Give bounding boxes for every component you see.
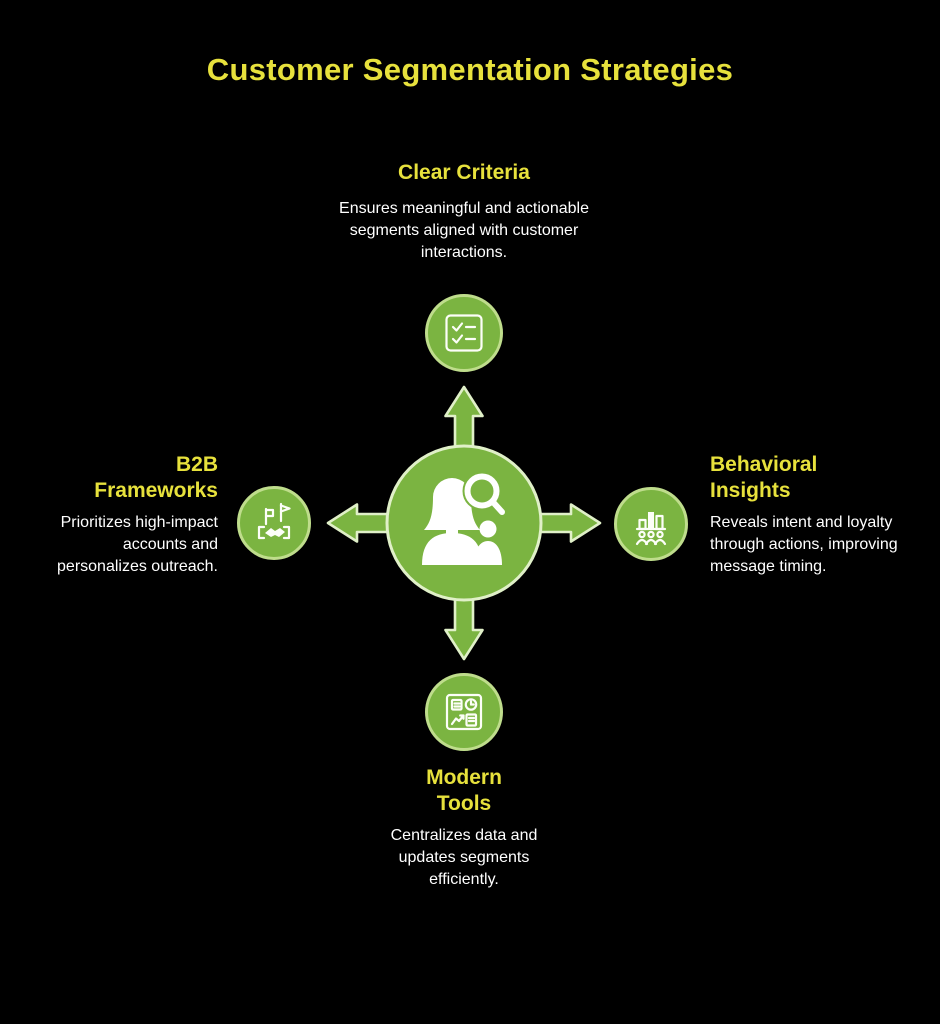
heading-line: Behavioral [710, 453, 818, 476]
dashboard-icon [445, 693, 483, 731]
bar-chart-people-icon [635, 512, 667, 546]
heading-line: B2B [175, 453, 218, 476]
section-top: Clear Criteria Ensures meaningful and ac… [324, 160, 604, 264]
heading-line: Tools [436, 792, 492, 815]
section-left-heading: B2B Frameworks [8, 452, 218, 504]
section-left: B2B Frameworks Prioritizes high-impact a… [8, 452, 218, 578]
node-modern-tools [425, 673, 503, 751]
section-right-heading: Behavioral Insights [710, 452, 930, 504]
heading-line: Frameworks [94, 479, 218, 502]
section-bottom-heading: Modern Tools [364, 765, 564, 817]
section-bottom-description: Centralizes data and updates segments ef… [390, 827, 538, 888]
section-top-heading: Clear Criteria [324, 160, 604, 186]
section-top-description: Ensures meaningful and actionable segmen… [339, 200, 589, 261]
partnership-flags-handshake-icon [257, 502, 291, 540]
section-bottom: Modern Tools Centralizes data and update… [364, 765, 564, 891]
section-right-description: Reveals intent and loyalty through actio… [710, 514, 898, 575]
node-behavioral-insights [614, 487, 688, 561]
node-b2b-frameworks [237, 486, 311, 560]
checklist-icon [445, 314, 483, 352]
heading-line: Clear Criteria [398, 161, 530, 184]
center-hub-graphic [326, 385, 602, 661]
person-search-icon [422, 471, 508, 565]
section-left-description: Prioritizes high-impact accounts and per… [57, 514, 218, 575]
heading-line: Modern [426, 766, 502, 789]
page-title: Customer Segmentation Strategies [206, 52, 734, 87]
heading-line: Insights [710, 479, 791, 502]
section-right: Behavioral Insights Reveals intent and l… [710, 452, 930, 578]
node-clear-criteria [425, 294, 503, 372]
